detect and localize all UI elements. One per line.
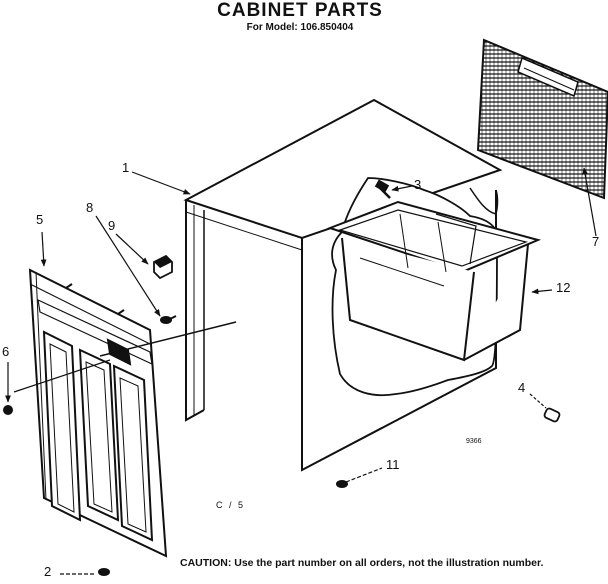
callout-9: 9 bbox=[108, 218, 116, 233]
callout-12: 12 bbox=[556, 280, 571, 295]
screw-part-8 bbox=[160, 315, 177, 324]
fastener-part-6 bbox=[3, 362, 13, 415]
knob-part-9 bbox=[153, 254, 173, 280]
callout-3: 3 bbox=[414, 177, 422, 192]
callout-5: 5 bbox=[36, 212, 44, 227]
callout-2: 2 bbox=[44, 564, 52, 579]
rear-grille bbox=[476, 38, 608, 200]
cutaway-upper-right bbox=[469, 187, 499, 215]
callout-8: 8 bbox=[86, 200, 94, 215]
drawing-number: 9366 bbox=[466, 438, 482, 445]
callout-6: 6 bbox=[2, 344, 10, 359]
panel-connector-line bbox=[99, 321, 237, 357]
page-mark: C / 5 bbox=[216, 500, 246, 510]
callout-1: 1 bbox=[122, 160, 130, 175]
screw-part-11 bbox=[336, 467, 383, 488]
base-pan bbox=[327, 200, 542, 362]
screw-part-2 bbox=[60, 568, 110, 576]
callout-7: 7 bbox=[592, 234, 600, 249]
front-panel bbox=[28, 268, 168, 558]
model-subtitle: For Model: 106.850404 bbox=[246, 22, 354, 33]
callout-11: 11 bbox=[386, 457, 400, 472]
callout-4: 4 bbox=[518, 380, 526, 395]
plug-part-4 bbox=[529, 393, 561, 423]
panel-lead-line bbox=[13, 359, 111, 393]
page-title: CABINET PARTS bbox=[217, 0, 383, 21]
caution-note: CAUTION: Use the part number on all orde… bbox=[180, 557, 544, 569]
screw-part-3 bbox=[374, 179, 391, 199]
leader-lines bbox=[40, 167, 597, 317]
